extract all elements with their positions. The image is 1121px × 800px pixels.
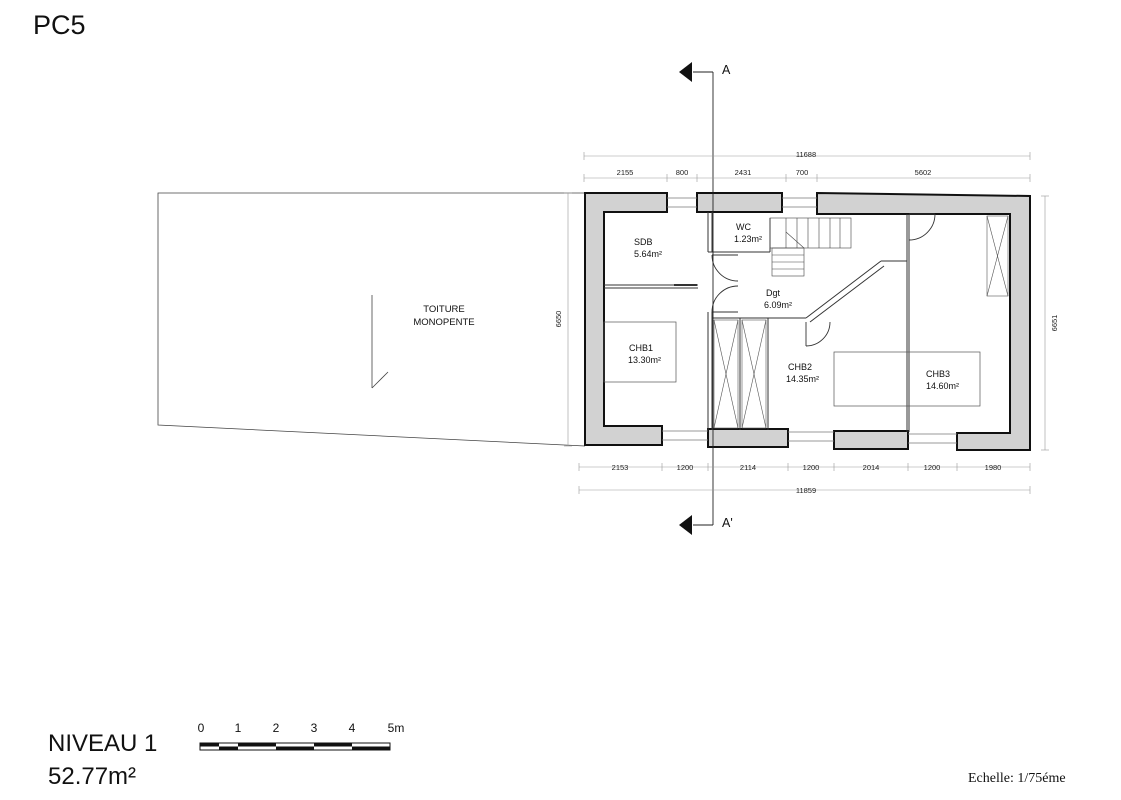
room-wc-name: WC — [736, 222, 751, 232]
scale-bar-label: 4 — [349, 721, 356, 735]
section-line — [679, 62, 714, 535]
dimension-bottom-total: 11859 — [796, 486, 816, 495]
dimension-lines — [564, 152, 1049, 494]
beds — [603, 321, 981, 407]
dimension-bottom-segment: 1200 — [803, 463, 820, 472]
level-name: NIVEAU 1 — [48, 730, 158, 757]
room-wc-area: 1.23m² — [734, 234, 762, 244]
dimension-top-segment: 2155 — [617, 168, 634, 177]
roof-outline — [157, 192, 586, 447]
staircase — [769, 217, 852, 277]
room-chb2-name: CHB2 — [788, 362, 812, 372]
room-chb3-area: 14.60m² — [926, 381, 959, 391]
dimension-left-height: 6650 — [554, 311, 563, 328]
room-chb3-name: CHB3 — [926, 369, 950, 379]
section-label-top: A — [722, 63, 731, 77]
window-sills — [662, 197, 957, 444]
scale-bar — [199, 742, 391, 751]
scale-bar-label: 1 — [235, 721, 242, 735]
wardrobes — [713, 215, 1009, 429]
interior-partitions — [604, 212, 910, 432]
scale-bar-label: 0 — [198, 721, 205, 735]
dimension-top-segment: 5602 — [915, 168, 932, 177]
scale-bar-label: 3 — [311, 721, 318, 735]
scale-note: Echelle: 1/75éme — [968, 771, 1066, 786]
room-chb2-area: 14.35m² — [786, 374, 819, 384]
room-sdb-area: 5.64m² — [634, 249, 662, 259]
room-dgt-area: 6.09m² — [764, 300, 792, 310]
doors — [674, 213, 936, 347]
dimension-bottom-segment: 2153 — [612, 463, 629, 472]
dimension-top-segment: 700 — [796, 168, 809, 177]
dimension-bottom-segment: 2114 — [740, 463, 756, 472]
exterior-walls — [584, 191, 1031, 451]
dimension-top-total: 11688 — [796, 150, 816, 159]
room-chb1-area: 13.30m² — [628, 355, 661, 365]
room-dgt-name: Dgt — [766, 288, 781, 298]
sheet-code: PC5 — [33, 10, 86, 40]
level-area: 52.77m² — [48, 763, 137, 790]
roof-label-line1: TOITURE — [423, 304, 465, 315]
section-label-bottom: A' — [722, 516, 733, 530]
dimension-right-height: 6651 — [1050, 315, 1059, 332]
dimension-bottom-segment: 1200 — [924, 463, 941, 472]
scale-bar-label: 5m — [388, 721, 405, 735]
dimension-top-segment: 2431 — [735, 168, 752, 177]
dimension-bottom-segment: 1980 — [985, 463, 1002, 472]
room-chb1-name: CHB1 — [629, 343, 653, 353]
dimension-bottom-segment: 2014 — [863, 463, 880, 472]
room-sdb-name: SDB — [634, 237, 653, 247]
dimension-top-segment: 800 — [676, 168, 689, 177]
roof-label-line2: MONOPENTE — [413, 317, 474, 328]
scale-bar-label: 2 — [273, 721, 280, 735]
dimension-bottom-segment: 1200 — [677, 463, 694, 472]
